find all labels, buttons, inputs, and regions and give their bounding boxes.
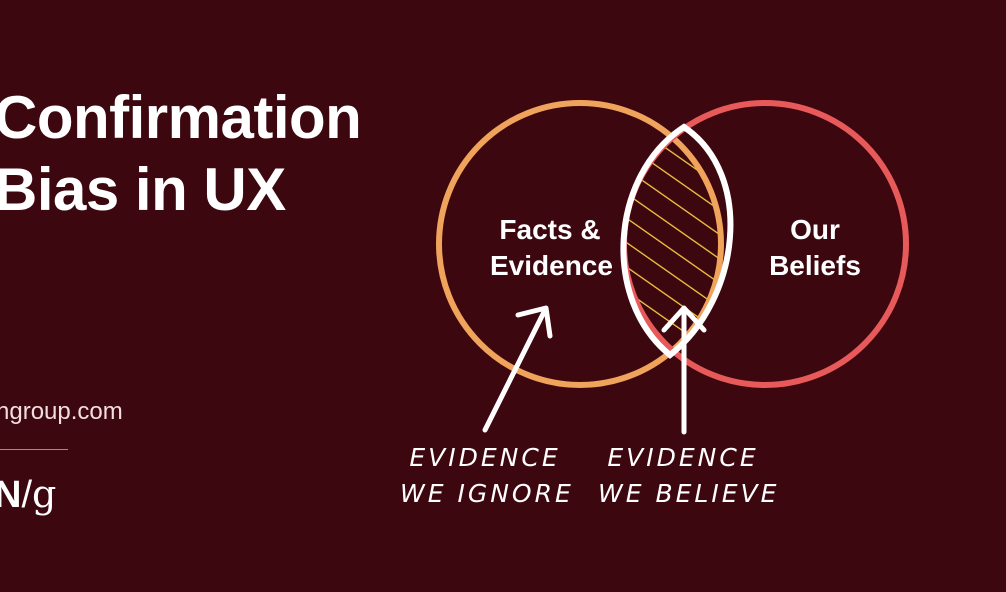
believe-line-2: WE BELIEVE [598,479,780,508]
facts-label-line-2: Evidence [490,250,613,281]
divider [0,449,68,450]
logo-slash: / [21,474,33,516]
our-beliefs-label: Our Beliefs [765,212,865,284]
arrow-evidence-we-believe [661,305,707,435]
brand-logo: N/g [0,472,56,517]
believe-line-1: EVIDENCE [607,443,759,472]
title-line-2: Bias in UX [0,156,286,223]
arrow-evidence-we-ignore [482,305,553,433]
logo-letter-g: g [32,472,57,516]
beliefs-label-line-2: Beliefs [769,250,861,281]
intersection-outline [620,123,734,359]
beliefs-label-line-1: Our [790,214,840,245]
title-line-1: Confirmation [0,84,362,151]
ignore-line-2: WE IGNORE [400,479,574,508]
page-title: Confirmation Bias in UX [0,82,362,226]
facts-label-line-1: Facts & [499,214,601,245]
evidence-we-ignore-label: EVIDENCE WE IGNORE [400,440,574,512]
ignore-line-1: EVIDENCE [409,443,561,472]
facts-evidence-label: Facts & Evidence [490,212,613,284]
website-link[interactable]: ngroup.com [0,398,123,425]
evidence-we-believe-label: EVIDENCE WE BELIEVE [598,440,780,512]
logo-letter-n: N [0,474,22,516]
facts-evidence-circle [436,100,724,388]
